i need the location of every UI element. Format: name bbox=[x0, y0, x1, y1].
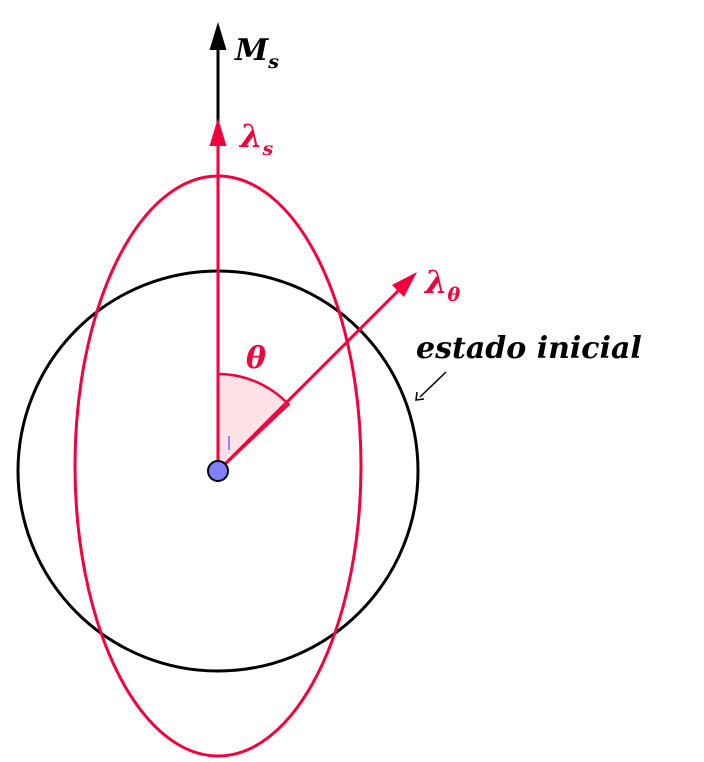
lambda-s-arrowhead bbox=[209, 118, 227, 146]
pointer-arrowhead bbox=[415, 391, 425, 401]
magnetization-arrowhead bbox=[209, 22, 227, 50]
angle-sector bbox=[216, 372, 291, 474]
lambda-s-label: λs bbox=[238, 117, 273, 160]
lambda-theta-label: λθ bbox=[423, 263, 460, 306]
center-point bbox=[207, 460, 229, 482]
lambda-theta-arrow-shaft bbox=[216, 289, 400, 473]
pointer-arrow-shaft bbox=[419, 371, 447, 398]
initial-state-label: estado inicial bbox=[416, 331, 642, 366]
angle-label: θ bbox=[246, 341, 266, 376]
magnetization-label: Ms bbox=[234, 33, 279, 73]
lambda-theta-arrowhead bbox=[392, 272, 417, 297]
